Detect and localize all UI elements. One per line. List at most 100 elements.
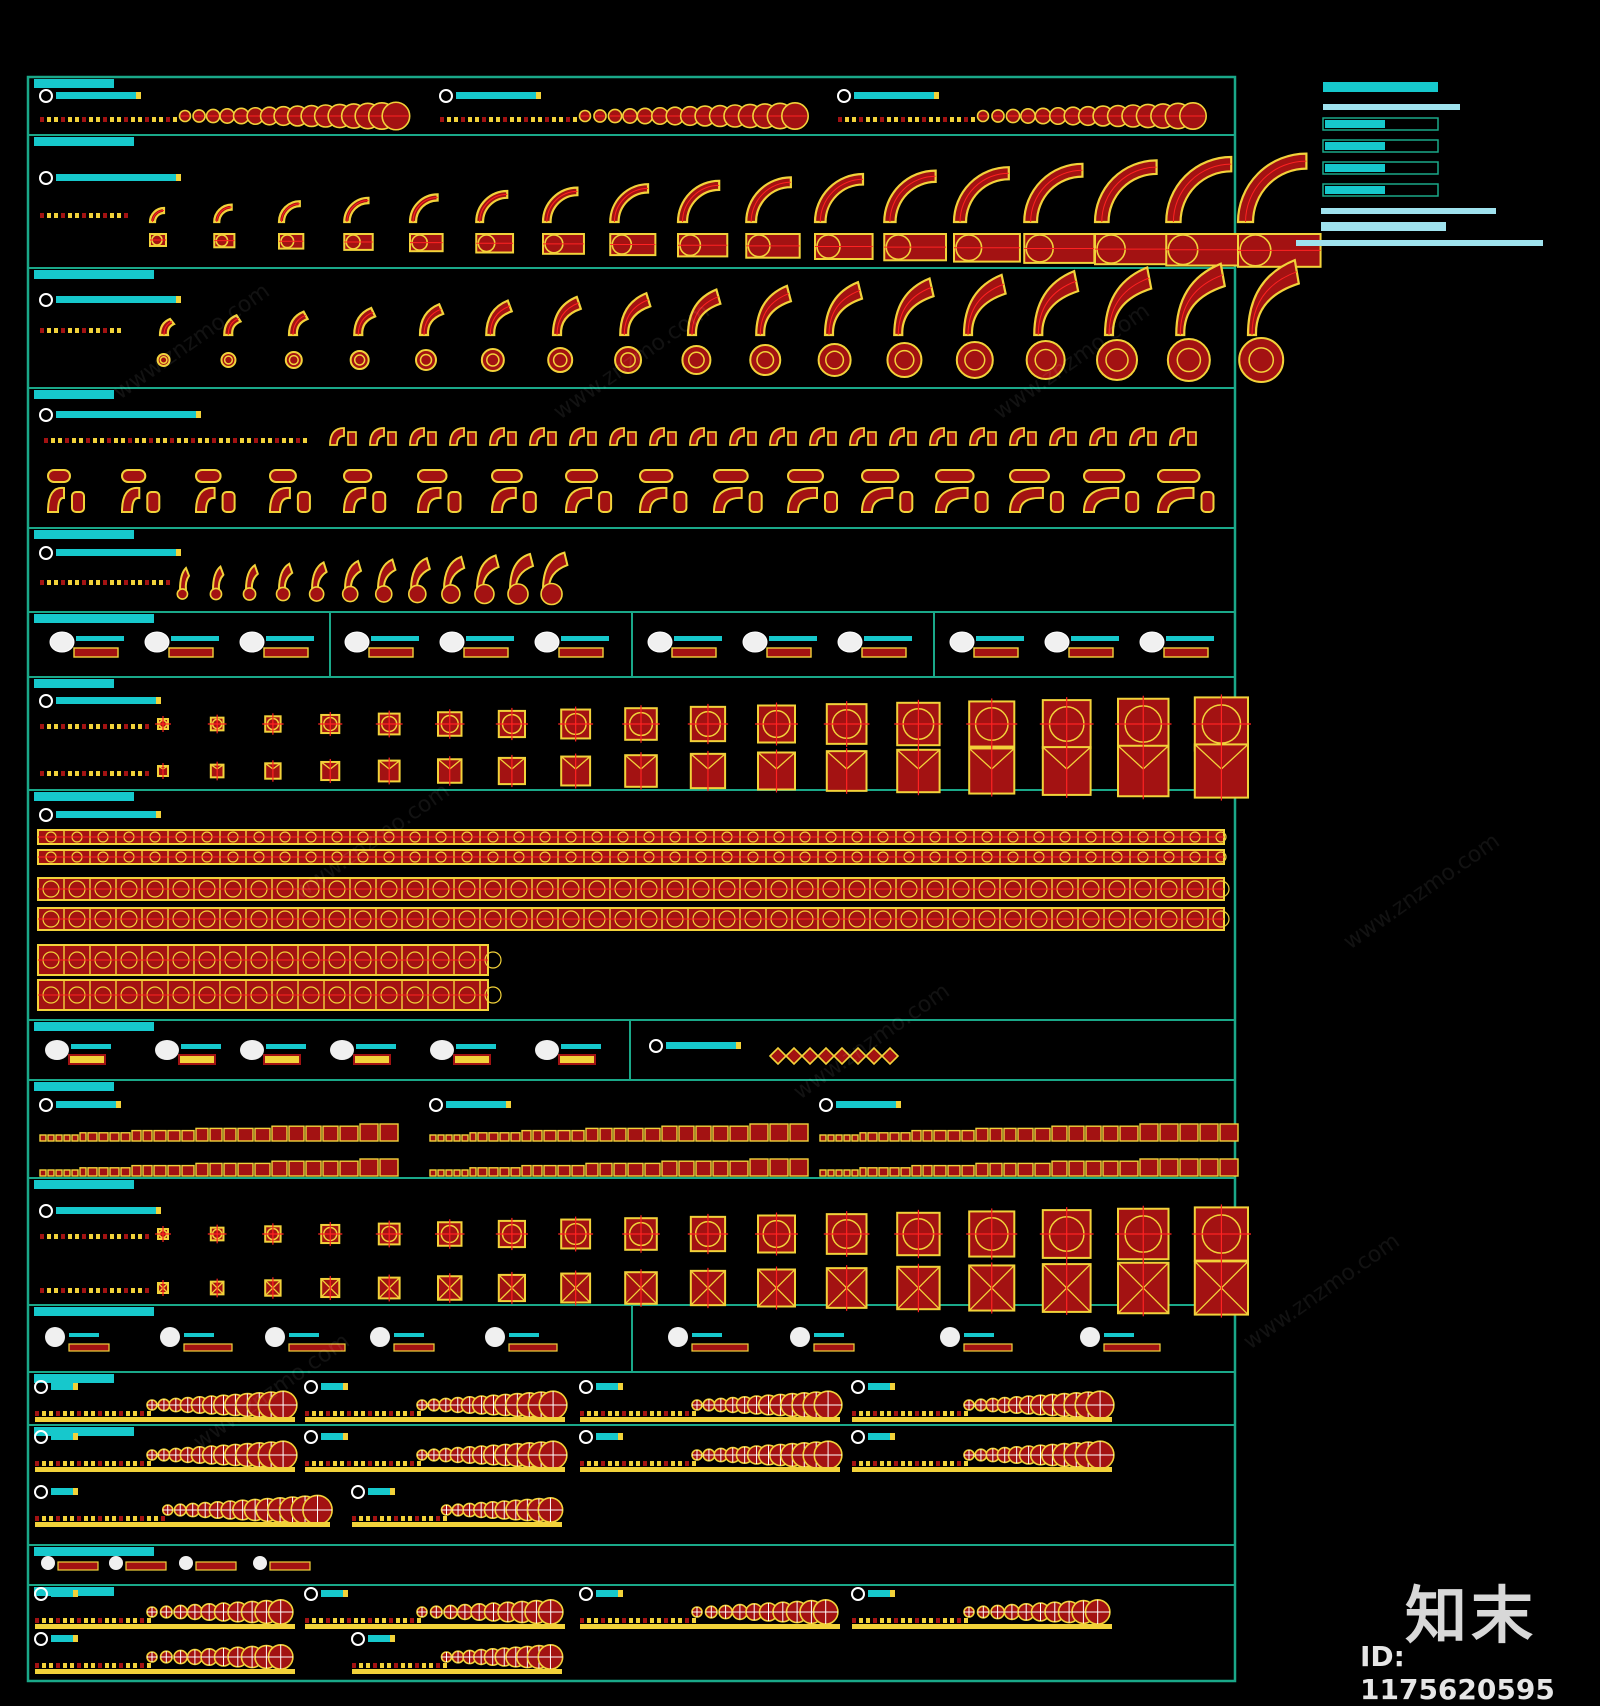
elbow-90	[475, 189, 515, 254]
valve-diamond	[880, 1046, 900, 1066]
reducer-stub	[1049, 491, 1064, 513]
tee	[894, 699, 943, 796]
dim-tick	[566, 117, 570, 122]
dim-tick	[643, 1618, 647, 1623]
dense-cell	[878, 1132, 889, 1142]
cap-small	[160, 1327, 233, 1352]
dim-tick	[319, 1411, 323, 1416]
dense-cell	[499, 1167, 510, 1177]
label-end	[896, 1101, 901, 1108]
dense-cell	[1199, 1158, 1219, 1177]
valve-item	[45, 1040, 111, 1065]
elbow45-centerline	[423, 308, 442, 336]
dim-tick	[124, 580, 128, 585]
dim-tick	[103, 328, 107, 333]
dim-tick	[866, 1618, 870, 1623]
dim-tick	[75, 328, 79, 333]
dim-tick	[859, 1411, 863, 1416]
flange-body	[168, 647, 214, 658]
dense-cell	[933, 1164, 947, 1177]
pipe-cap	[607, 108, 623, 124]
mini-cap-bubble	[109, 1556, 123, 1570]
cap-small-body	[288, 1343, 346, 1352]
valve-body	[263, 1054, 301, 1065]
elbow45-end	[817, 343, 852, 377]
reducer-mini	[929, 427, 957, 446]
dim-tick	[86, 438, 90, 443]
pipe-cap	[593, 109, 607, 123]
dim-tick	[375, 1461, 379, 1466]
dim-tick	[98, 1411, 102, 1416]
bottom-circle-strip-3	[852, 1599, 1112, 1629]
label-end	[343, 1433, 348, 1440]
dim-tick	[96, 580, 100, 585]
cap-small-tag	[692, 1333, 722, 1337]
circle-strip-9-label	[34, 1485, 78, 1499]
elbow45-bore	[353, 354, 366, 366]
dim-tick	[422, 1516, 426, 1521]
reducer	[934, 469, 989, 513]
bend-body	[376, 558, 397, 591]
elbow-90	[609, 183, 657, 257]
elbow-90	[148, 206, 167, 247]
dense-cell	[613, 1162, 627, 1177]
reducer-mini-body	[1049, 427, 1065, 446]
valve-item	[535, 1040, 601, 1065]
dim-tick	[964, 117, 968, 122]
pipe-cap	[205, 108, 221, 124]
dense-cell	[1119, 1160, 1139, 1177]
dim-tick	[636, 1411, 640, 1416]
legend-panel	[1296, 82, 1543, 246]
dim-tick	[852, 1618, 856, 1623]
dense-strip	[39, 1123, 399, 1142]
bend-body	[211, 564, 225, 591]
pipe-cap	[178, 109, 192, 123]
dim-tick	[685, 1461, 689, 1466]
dim-tick	[964, 1618, 968, 1623]
valve-tag	[561, 1044, 601, 1049]
dim-tick	[880, 1411, 884, 1416]
dim-tick	[56, 1461, 60, 1466]
dim-tick	[98, 1461, 102, 1466]
dim-tick	[389, 1461, 393, 1466]
valve-bubble	[45, 1040, 69, 1060]
dim-tick	[312, 1461, 316, 1466]
dim-tick	[936, 1461, 940, 1466]
dim-tick	[901, 117, 905, 122]
cap-small	[668, 1327, 749, 1352]
dense-cell	[627, 1162, 644, 1177]
dim-tick	[89, 1288, 93, 1293]
bend	[209, 564, 225, 601]
dim-tick	[70, 1618, 74, 1623]
dim-tick	[133, 1618, 137, 1623]
dim-tick	[56, 1411, 60, 1416]
reducer-stub	[522, 491, 537, 513]
dim-tick	[852, 117, 856, 122]
elbow45-end	[156, 353, 171, 367]
strip-row-5	[37, 944, 502, 976]
elbow-body	[1165, 155, 1233, 224]
cross	[495, 1217, 528, 1305]
reducer-top	[1009, 469, 1050, 483]
dim-tick	[40, 724, 44, 729]
circle-base	[852, 1624, 1112, 1629]
flange-body	[463, 647, 509, 658]
cross	[375, 1220, 403, 1302]
dense-cell	[644, 1162, 661, 1177]
reducer-mini-body	[1129, 427, 1145, 446]
dim-tick	[35, 1618, 39, 1623]
flange-item	[1139, 631, 1214, 658]
dim-tick	[622, 1618, 626, 1623]
dim-tick	[75, 1288, 79, 1293]
dense-cell	[557, 1129, 571, 1142]
dim-tick	[845, 117, 849, 122]
dim-tick	[124, 1234, 128, 1239]
dim-tick	[943, 1461, 947, 1466]
bend-end	[474, 583, 495, 605]
tee	[1039, 697, 1094, 798]
dim-tick	[671, 1411, 675, 1416]
dense-cell	[843, 1169, 851, 1177]
elbow-centerline	[546, 190, 578, 223]
label-bar	[56, 411, 196, 418]
dim-tick	[415, 1516, 419, 1521]
